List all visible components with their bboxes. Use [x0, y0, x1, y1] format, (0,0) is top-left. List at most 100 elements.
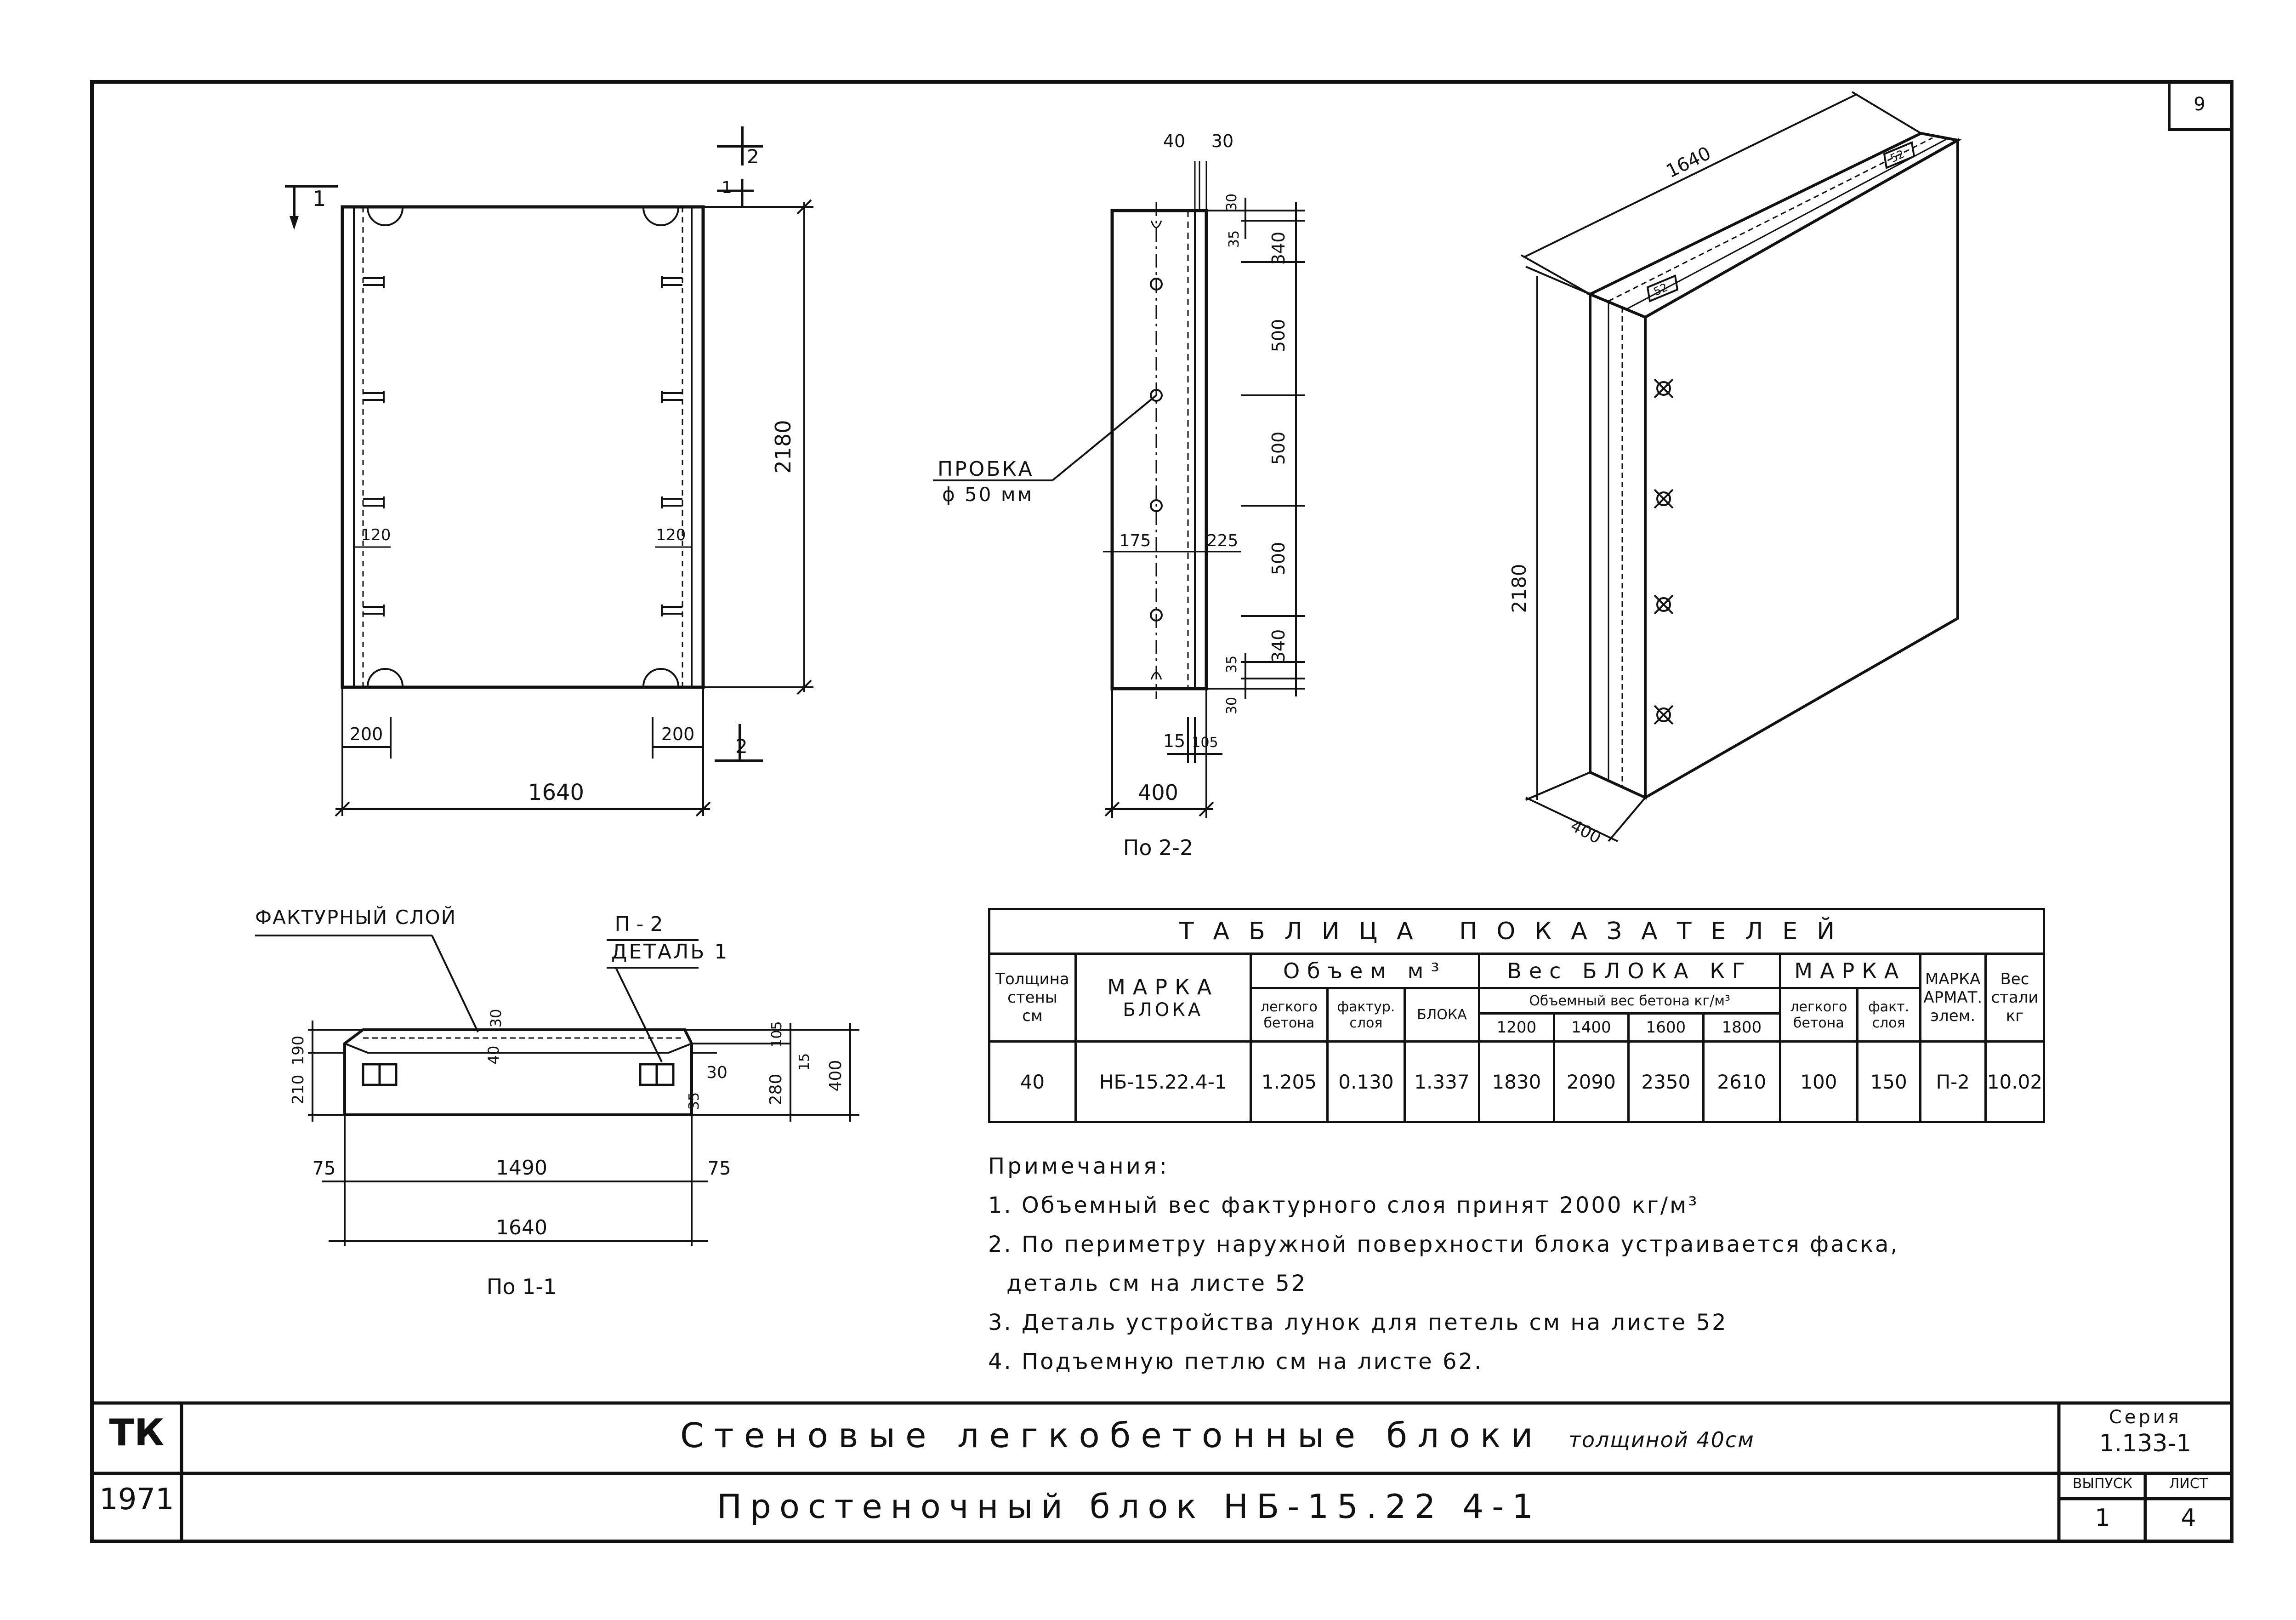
s22-side-dim-340-bottom: 340 [1268, 629, 1289, 663]
th-volume: Объем м³ [1249, 953, 1481, 989]
issue-value: 1 [2095, 1504, 2110, 1532]
th-weight: Вес БЛОКА КГ [1478, 953, 1782, 989]
iso-front-face [1644, 137, 1959, 800]
cell-arm-mark: П-2 [1919, 1040, 1987, 1123]
s22-dim-175: 175 [1120, 531, 1151, 550]
section-1-label-top: 1 [313, 186, 326, 211]
s22-bottom-dim-105: 105 [1192, 735, 1218, 751]
th-weight-1600: 1600 [1627, 1012, 1705, 1043]
s22-width-dim: 400 [1138, 780, 1178, 805]
iso-side-face [1589, 292, 1647, 800]
s22-side-dim-500-c: 500 [1268, 542, 1289, 576]
front-view: 120 120 1 2 1 2 21 [285, 126, 813, 817]
section-mark-2-bottom [715, 724, 763, 762]
table-title: ТАБЛИЦА ПОКАЗАТЕЛЕЙ [988, 908, 2045, 955]
s11-right-dim-400: 400 [826, 1060, 845, 1092]
s11-dim-40: 40 [485, 1046, 502, 1065]
year: 1971 [99, 1483, 174, 1517]
section-2-2-outline [1110, 209, 1208, 690]
iso-height-dim: 2180 [1508, 564, 1530, 613]
s22-side-dim-35-bottom: 35 [1224, 656, 1240, 673]
front-edge-dim-right: 200 [661, 724, 695, 744]
iso-depth-dim: 400 [1567, 816, 1604, 848]
s11-dim-75-left: 75 [313, 1158, 336, 1179]
plug-diameter: ϕ 50 мм [942, 483, 1034, 506]
notes: Примечания: 1. Объемный вес фактурного с… [988, 1147, 2068, 1381]
subtitle: Простеночный блок НБ-15.22 4-1 [717, 1487, 1541, 1526]
s22-top-dim-40: 40 [1163, 131, 1185, 151]
s22-dim-225: 225 [1207, 531, 1239, 550]
section-mark-2-top [717, 126, 763, 165]
th-weight-sub: Объемный вес бетона кг/м³ [1478, 987, 1782, 1015]
s11-right-dim-280: 280 [767, 1074, 785, 1106]
s22-side-dim-35-top: 35 [1226, 230, 1242, 248]
front-inner-dim-left: 120 [361, 526, 391, 544]
sheet-label: ЛИСТ [2169, 1476, 2208, 1492]
th-vol-block: БЛОКА [1403, 987, 1481, 1043]
texture-layer-label: ФАКТУРНЫЙ СЛОЙ [255, 906, 456, 929]
sheet-number: 9 [2194, 94, 2205, 115]
cell-grade-texture: 150 [1856, 1040, 1921, 1123]
cell-vol-texture: 0.130 [1326, 1040, 1406, 1123]
s11-dim-75-right: 75 [708, 1158, 731, 1179]
s22-side-dim-500-a: 500 [1268, 319, 1289, 353]
s11-right-dim-15: 15 [796, 1053, 813, 1071]
title-suffix: толщиной 40см [1569, 1427, 1755, 1452]
issue-label: ВЫПУСК [2072, 1476, 2133, 1492]
s22-side-dim-500-b: 500 [1268, 432, 1289, 465]
cell-grade-light: 100 [1779, 1040, 1858, 1123]
s22-caption: По 2-2 [1123, 835, 1193, 860]
title-text: Стеновые легкобетонные блоки [680, 1416, 1543, 1455]
s11-total-dim: 1640 [496, 1216, 547, 1239]
th-grade-texture: факт.слоя [1856, 987, 1921, 1043]
th-weight-1400: 1400 [1552, 1012, 1630, 1043]
front-height-dim: 2180 [771, 420, 796, 473]
series-value: 1.133-1 [2099, 1430, 2192, 1457]
svg-text:52: 52 [1652, 281, 1670, 298]
section-2-label-top: 2 [747, 145, 759, 168]
detail-label: ДЕТАЛЬ 1 [611, 940, 729, 964]
front-edge-dim-left: 200 [350, 724, 383, 744]
sheet-value: 4 [2181, 1504, 2196, 1532]
s22-side-dim-30-top: 30 [1224, 194, 1240, 211]
cell-steel: 10.02 [1984, 1040, 2046, 1123]
sheet-number-box: 9 [2168, 83, 2232, 131]
plug-label: ПРОБКА [938, 457, 1034, 481]
sheet-frame [90, 80, 2233, 1543]
section-2-label-bottom: 2 [735, 735, 748, 758]
title-block-lines [92, 1401, 2232, 1541]
cell-weight-1600: 2350 [1627, 1040, 1705, 1123]
s22-side-dim-30-bottom: 30 [1224, 697, 1240, 714]
s11-right-dim-105: 105 [769, 1021, 785, 1047]
s11-dim-30-right: 30 [706, 1063, 727, 1082]
iso-view: 52 52 1640 2180 400 [1508, 91, 1962, 848]
cell-weight-1200: 1830 [1478, 1040, 1555, 1123]
p2-label: П - 2 [615, 913, 663, 936]
note-1: 1. Объемный вес фактурного слоя принят 2… [988, 1192, 1699, 1218]
th-weight-1800: 1800 [1702, 1012, 1782, 1043]
cell-weight-1400: 2090 [1552, 1040, 1630, 1123]
front-width-dim: 1640 [528, 780, 584, 805]
th-grade: МАРКА [1779, 953, 1921, 989]
s11-dim-30-top: 30 [487, 1009, 505, 1028]
notes-title: Примечания: [988, 1153, 1170, 1179]
s11-left-dim-190: 190 [289, 1036, 307, 1066]
note-2: 2. По периметру наружной поверхности бло… [988, 1232, 1899, 1257]
cell-thickness: 40 [988, 1040, 1077, 1123]
section-1-label-right: 1 [722, 178, 732, 197]
cell-weight-1800: 2610 [1702, 1040, 1782, 1123]
note-3: 3. Деталь устройства лунок для петель см… [988, 1310, 1728, 1335]
s11-left-dim-210: 210 [289, 1075, 307, 1105]
section-2-2: 40 30 30 35 340 500 500 500 340 35 30 17… [933, 131, 1305, 860]
title-main: Стеновые легкобетонные блоки толщиной 40… [680, 1416, 2013, 1455]
s22-side-dim-340-top: 340 [1268, 232, 1289, 265]
